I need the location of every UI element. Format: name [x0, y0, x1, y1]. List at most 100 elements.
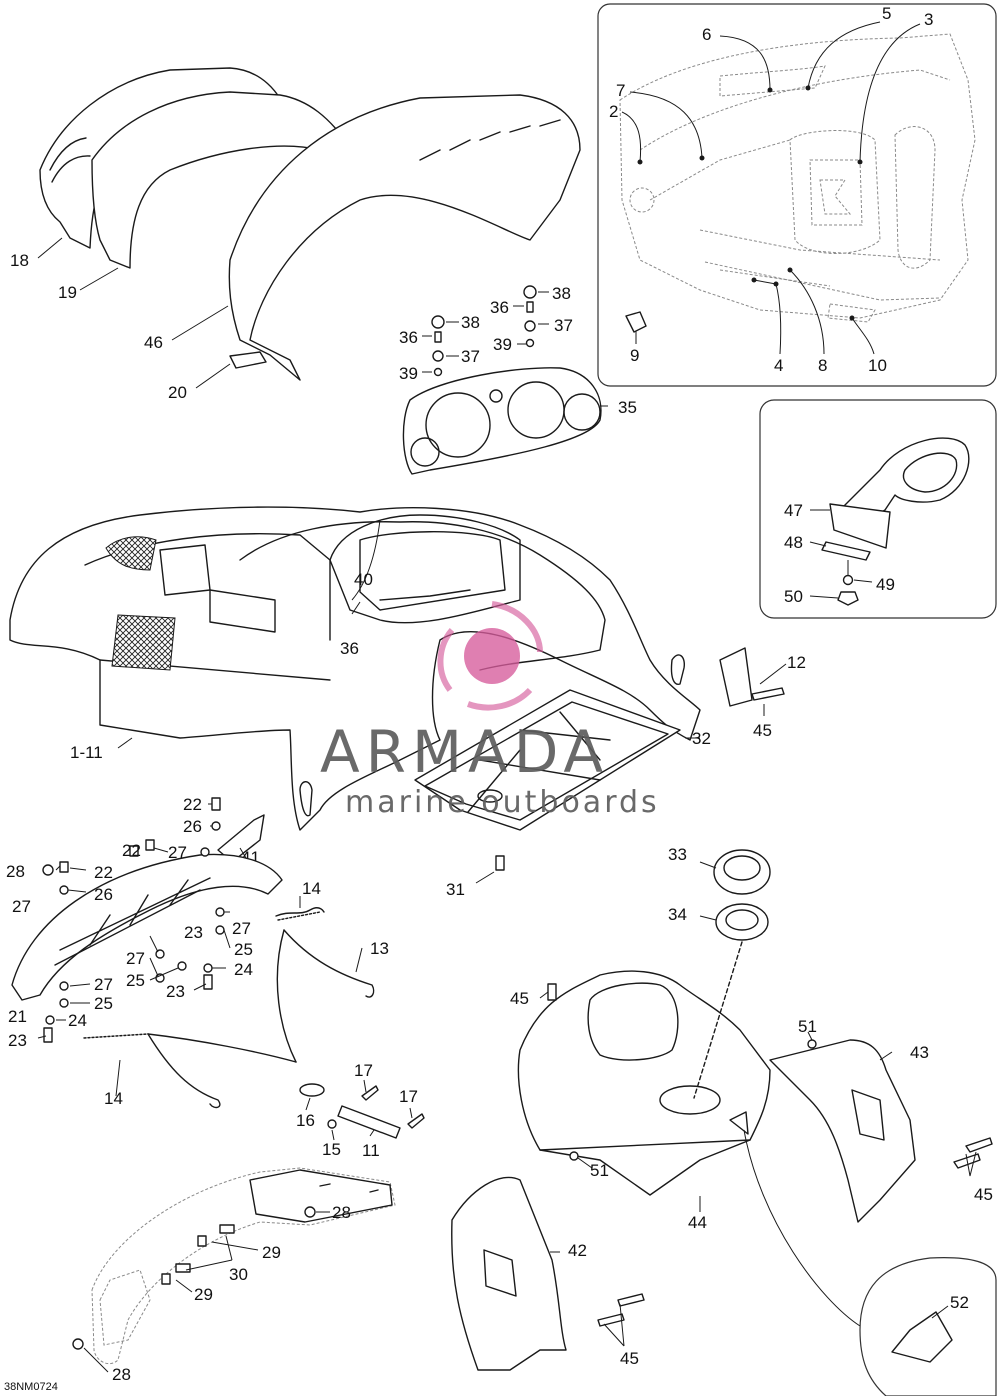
callout-36a: 36 [490, 298, 509, 317]
callout-31: 31 [446, 880, 465, 899]
cable-part-14 [147, 1033, 221, 1109]
pin-part-17b [407, 1113, 425, 1129]
screw-part-23b [43, 1027, 53, 1043]
callout-39a: 39 [493, 335, 512, 354]
callout-32: 32 [692, 729, 711, 748]
spring-cable-assembly: 14 13 14 16 15 11 17 17 [83, 879, 425, 1160]
clip-part-9 [625, 311, 647, 333]
callout-23b: 23 [8, 1031, 27, 1050]
cap-part-38a [431, 315, 445, 329]
callout-45d: 45 [620, 1349, 639, 1368]
screw-part-23a [203, 974, 213, 990]
decal-inset-frame [597, 3, 997, 387]
callout-43: 43 [910, 1043, 929, 1062]
callout-5: 5 [882, 4, 891, 23]
callout-46: 46 [144, 333, 163, 352]
callout-15: 15 [322, 1140, 341, 1159]
callout-47: 47 [784, 501, 803, 520]
grab-rail-part-21 [11, 853, 283, 1001]
cap-part-38b [523, 285, 537, 299]
callout-27e: 27 [94, 975, 113, 994]
callout-45b: 45 [510, 989, 529, 1008]
callout-48: 48 [784, 533, 803, 552]
callout-4: 4 [774, 356, 783, 375]
cable-part-13 [283, 929, 375, 998]
callout-14a: 14 [302, 879, 321, 898]
callout-27a: 27 [168, 843, 187, 862]
ring-part-16 [299, 1083, 325, 1097]
pin-part-15 [327, 1119, 337, 1129]
screw-part-31 [495, 855, 505, 871]
bracket-part-12 [719, 647, 753, 707]
callout-8: 8 [818, 356, 827, 375]
callout-42: 42 [568, 1241, 587, 1260]
screw-part-29a [197, 1235, 207, 1247]
washer-part-39b [525, 338, 535, 348]
callout-29b: 29 [194, 1285, 213, 1304]
spacer-part-30b [175, 1263, 191, 1273]
callout-21: 21 [8, 1007, 27, 1026]
callout-24a: 24 [234, 960, 253, 979]
nut-part-50 [837, 591, 859, 606]
gasket-part-34 [715, 903, 769, 941]
callout-16: 16 [296, 1111, 315, 1130]
rivet-part-45d [617, 1293, 645, 1307]
callout-19: 19 [58, 283, 77, 302]
gasket-part-48 [821, 541, 871, 561]
callout-27b: 27 [12, 897, 31, 916]
spring-part-14a [277, 911, 321, 921]
screw-part-22c [129, 845, 139, 857]
screw-part-36b [526, 301, 534, 313]
bumper-part-upper [249, 1169, 393, 1223]
nut-part-28a [42, 864, 54, 876]
rivet-part-45b [547, 983, 557, 1001]
callout-37b: 37 [461, 347, 480, 366]
panel-part-19 [91, 91, 346, 269]
spring-part-14b [83, 1033, 149, 1039]
callout-2: 2 [609, 102, 618, 121]
side-panel-part-43 [769, 1039, 916, 1223]
callout-26b: 26 [94, 885, 113, 904]
pin-part-17a [361, 1085, 379, 1101]
side-panel-part-42 [451, 1176, 567, 1371]
nut-part-28c [72, 1338, 84, 1350]
callout-22c: 22 [122, 841, 141, 860]
decal-leaders [621, 21, 921, 355]
callout-37a: 37 [554, 316, 573, 335]
bumper-assembly: 28 29 30 29 28 [72, 1167, 396, 1384]
callout-49: 49 [876, 575, 895, 594]
callout-44: 44 [688, 1213, 707, 1232]
washer-part-37b [524, 320, 536, 332]
front-fairing-parts: 18 19 46 20 [10, 67, 581, 402]
washer-part-39a [433, 367, 443, 377]
decal-hood-outline [619, 33, 976, 323]
cap-inset: 52 [859, 1257, 997, 1396]
callout-35: 35 [618, 398, 637, 417]
callout-45a: 45 [753, 721, 772, 740]
callout-30: 30 [229, 1265, 248, 1284]
callout-9: 9 [630, 346, 639, 365]
watermark-brand: ARMADA [320, 718, 609, 786]
callout-39b: 39 [399, 364, 418, 383]
grab-rail-assembly: 28 22 22 26 27 27 27 23 25 27 24 25 23 2… [6, 839, 283, 1050]
callout-38a: 38 [461, 313, 480, 332]
watermark-tagline: marine outboards [345, 785, 660, 820]
gauge-bezel-assembly: 38 38 36 36 37 37 39 39 35 [399, 284, 637, 475]
cap-part-52 [891, 1311, 953, 1363]
spacer-part-30a [219, 1224, 235, 1234]
callout-52: 52 [950, 1293, 969, 1312]
callout-27d: 27 [126, 949, 145, 968]
screw-part-22b [59, 861, 69, 873]
callout-25a: 25 [234, 940, 253, 959]
decal-inset: 5 3 6 7 2 9 4 8 10 [597, 3, 997, 387]
callout-11: 11 [362, 1141, 380, 1160]
callout-23a: 23 [166, 982, 185, 1001]
callout-10: 10 [868, 356, 887, 375]
washer-part-37a [432, 350, 444, 362]
mirror-inset: 47 48 49 50 [759, 399, 997, 619]
callout-12: 12 [787, 653, 806, 672]
clip-part-20 [229, 351, 267, 369]
callout-38b: 38 [552, 284, 571, 303]
callout-25b: 25 [126, 971, 145, 990]
